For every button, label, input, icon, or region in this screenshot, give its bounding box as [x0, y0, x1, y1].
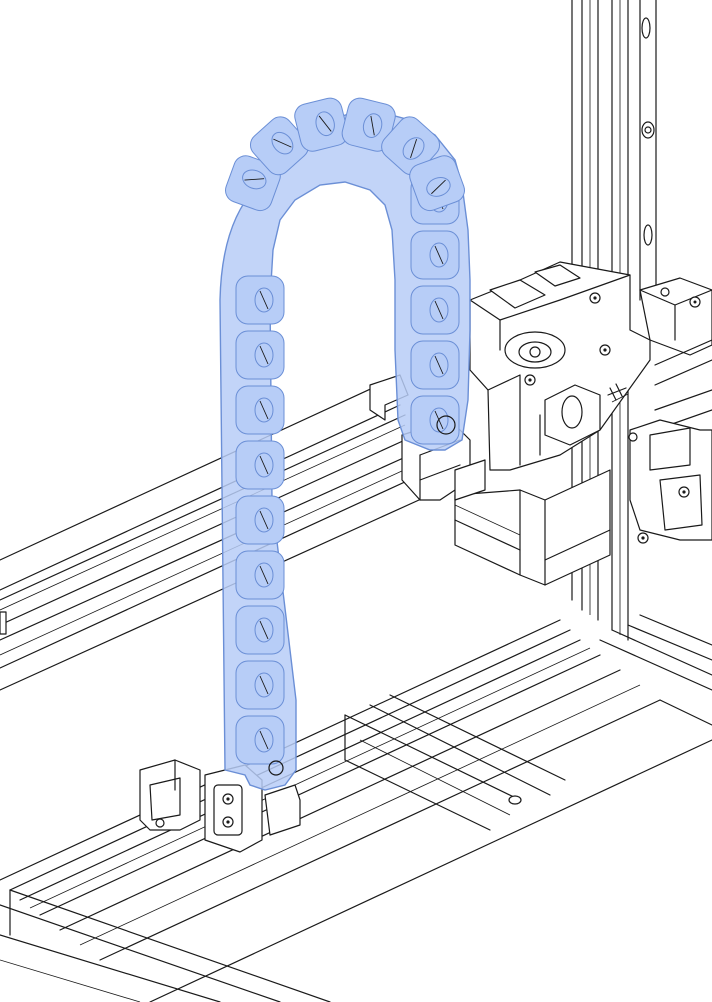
chain-link	[235, 660, 285, 710]
carriage-bracket	[469, 261, 651, 471]
chain-link	[409, 155, 465, 212]
chain-link	[235, 715, 285, 765]
chain-link	[410, 230, 460, 280]
upper-horizontal-extrusion	[0, 379, 431, 691]
right-idler-block	[639, 277, 712, 431]
base-corner-right	[599, 614, 712, 726]
chain-link	[235, 440, 285, 490]
base-extrusion-front	[0, 619, 712, 1002]
chain-link	[294, 97, 349, 152]
stepper-motor	[454, 469, 611, 586]
chain-link	[410, 395, 460, 445]
cable-chain-links-right	[410, 175, 460, 445]
base-crossbar-middle	[344, 694, 566, 831]
base-extrusion-side	[0, 889, 331, 1002]
chain-link	[410, 285, 460, 335]
cable-chain-links-left	[235, 275, 285, 765]
right-hotend-assembly	[628, 419, 712, 544]
cable-chain-links-arch	[225, 97, 465, 212]
chain-link	[235, 550, 285, 600]
cable-chain	[219, 97, 471, 791]
chain-link	[235, 385, 285, 435]
chain-link	[225, 155, 281, 212]
chain-link	[235, 605, 285, 655]
chain-link	[410, 340, 460, 390]
chain-link	[235, 495, 285, 545]
lower-chain-mount	[139, 759, 301, 853]
chain-link	[235, 275, 285, 325]
brand-logo	[607, 383, 629, 403]
chain-link	[249, 116, 309, 176]
chain-link	[235, 330, 285, 380]
